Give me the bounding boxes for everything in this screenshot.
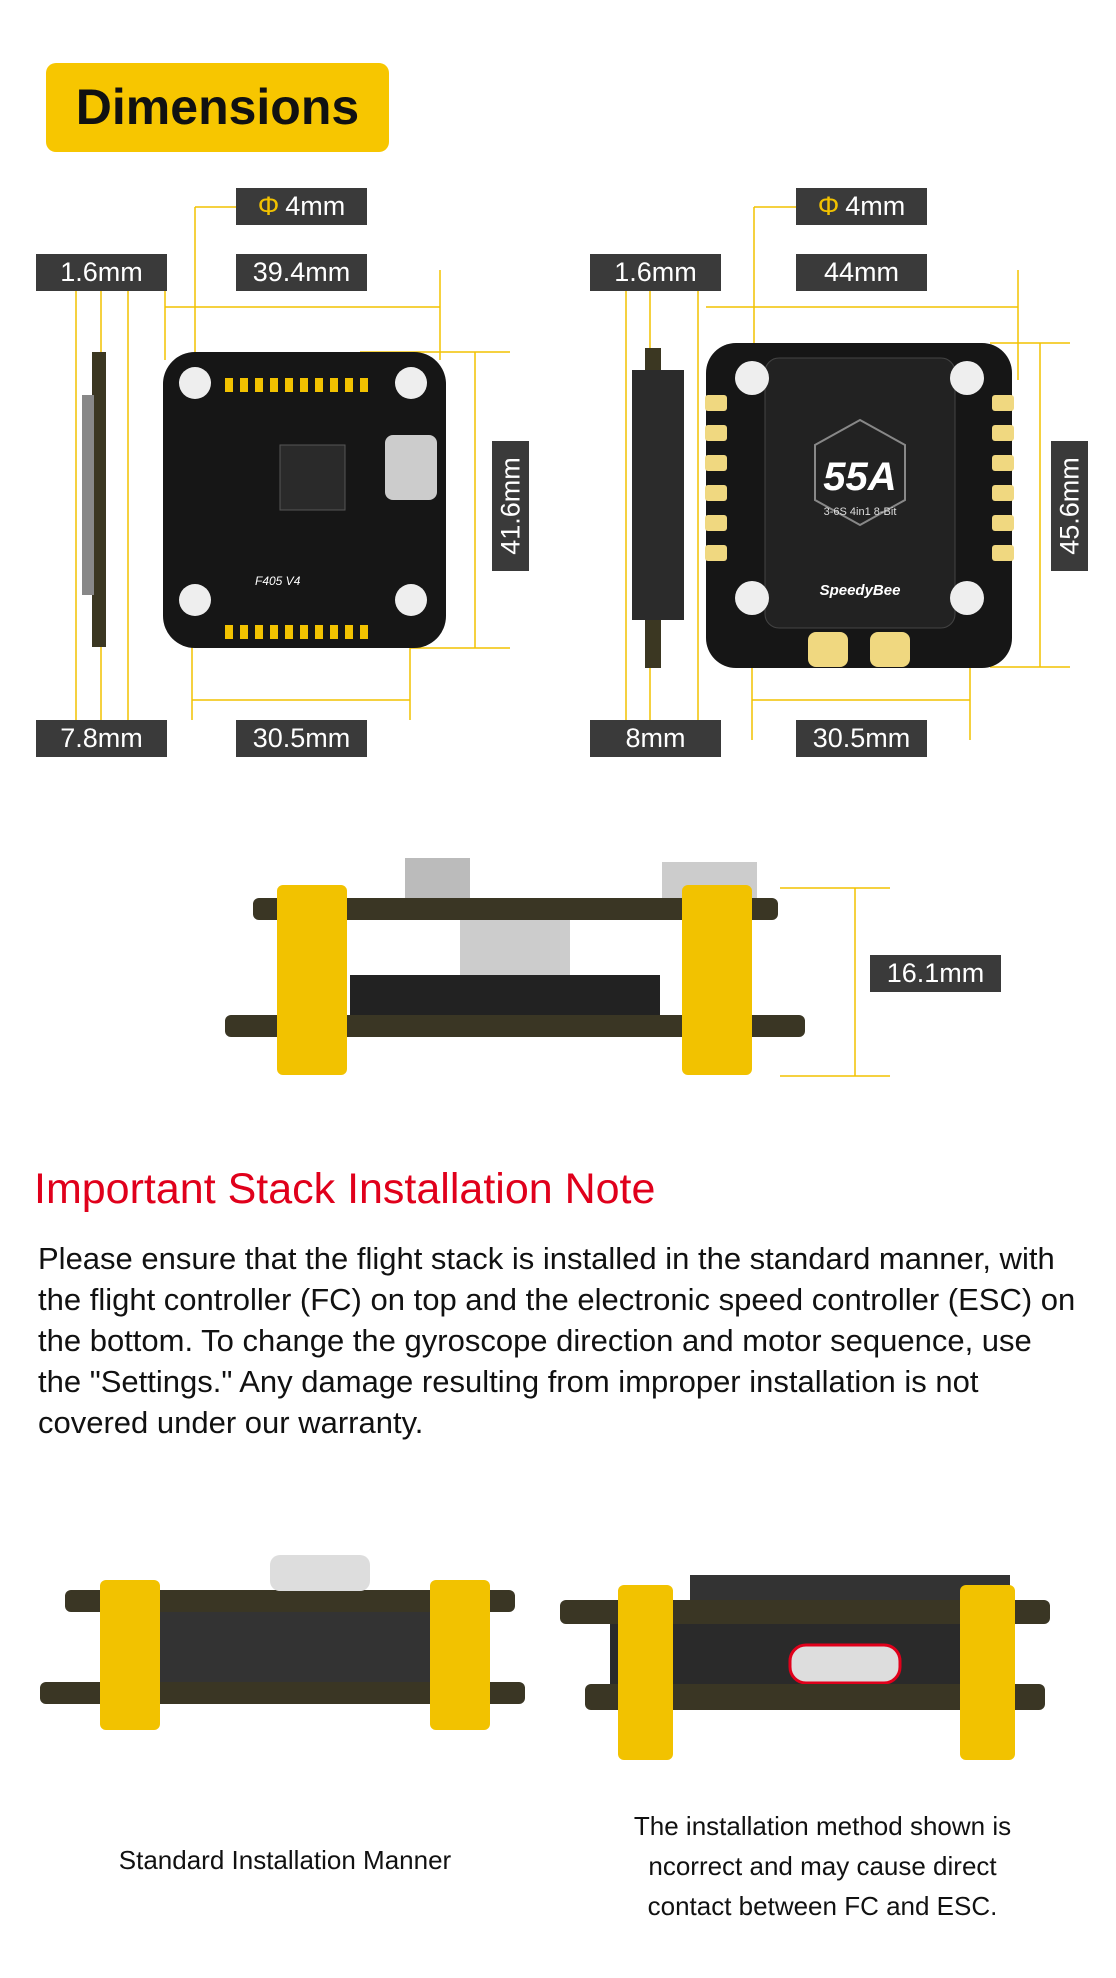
fc-board: F405 V4 [163, 352, 446, 648]
fc-width-label: 39.4mm [236, 254, 367, 291]
standard-installation-caption: Standard Installation Manner [118, 1845, 452, 1875]
caption-line: ncorrect and may cause direct [648, 1851, 997, 1881]
fc-thickness-label: 1.6mm [36, 254, 167, 291]
esc-thickness-label: 1.6mm [590, 254, 721, 291]
esc-height-label: 45.6mm [1051, 441, 1088, 571]
esc-rating-mark: 55A [823, 455, 896, 499]
fc-side-view [92, 352, 106, 647]
svg-text:3-6S 4in1 8-Bit: 3-6S 4in1 8-Bit [824, 506, 897, 518]
fc-side-depth-label: 7.8mm [36, 720, 167, 757]
esc-width-label: 44mm [796, 254, 927, 291]
fc-height-label: 41.6mm [492, 441, 529, 571]
esc-board: 55A 3-6S 4in1 8-Bit SpeedyBee [705, 343, 1014, 668]
note-body: Please ensure that the flight stack is i… [38, 1241, 1076, 1440]
fc-mount-spacing-label: 30.5mm [236, 720, 367, 757]
esc-side-depth-label: 8mm [590, 720, 721, 757]
caption-line: contact between FC and ESC. [647, 1891, 998, 1921]
dimensions-badge: Dimensions [46, 63, 389, 152]
stack-side-view [225, 858, 805, 1075]
incorrect-installation-image [560, 1575, 1050, 1760]
note-title: Important Stack Installation Note [34, 1165, 656, 1213]
standard-installation-image [40, 1555, 525, 1730]
svg-text:SpeedyBee: SpeedyBee [820, 582, 901, 599]
incorrect-installation-caption: The installation method shown is ncorrec… [580, 1806, 1065, 1926]
esc-mount-spacing-label: 30.5mm [796, 720, 927, 757]
caption-line: The installation method shown is [633, 1811, 1012, 1841]
stack-height-label: 16.1mm [870, 955, 1001, 992]
fc-model-mark: F405 V4 [255, 574, 301, 588]
